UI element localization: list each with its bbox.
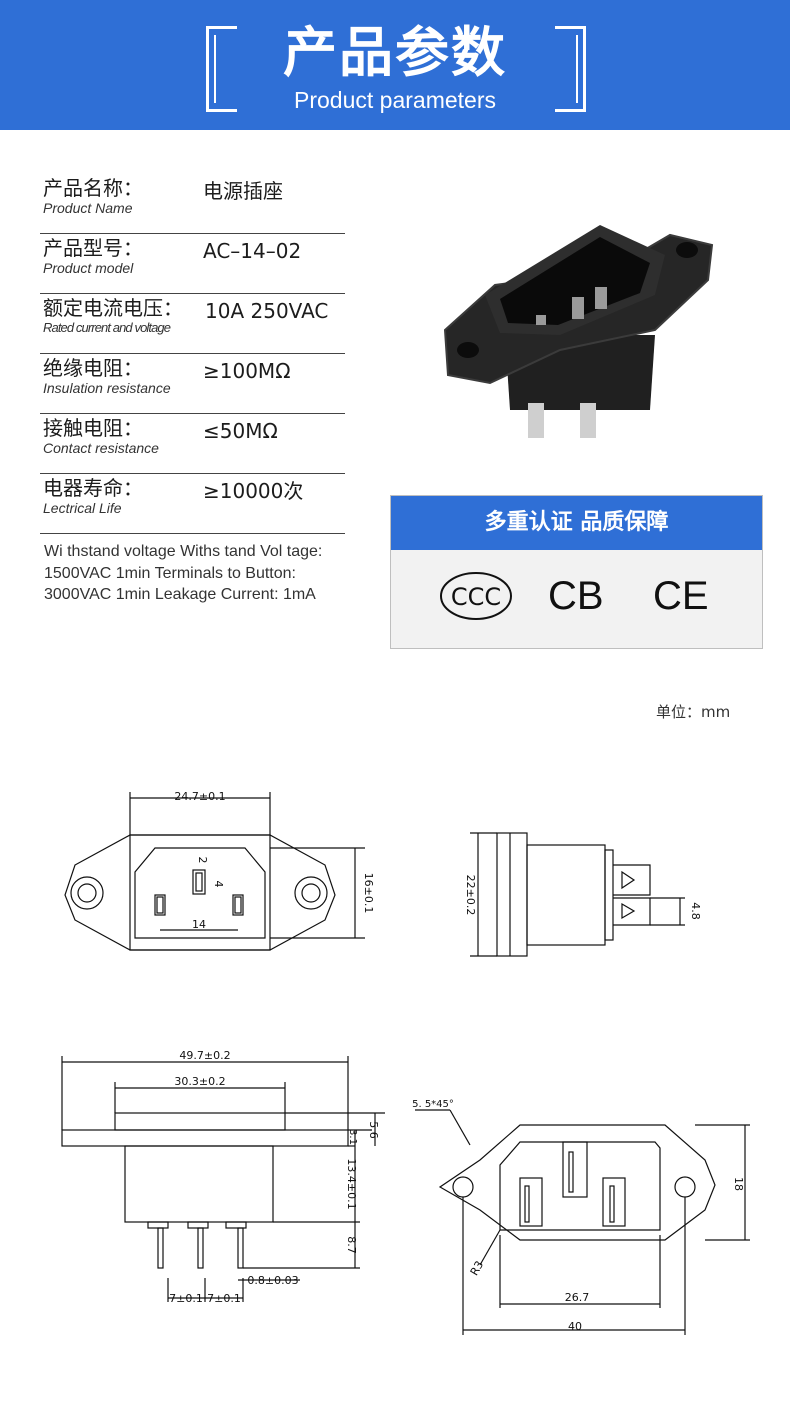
spec-row-product-name: 产品名称： Product Name 电源插座 xyxy=(40,175,345,234)
spec-label-en: Rated current and voltage xyxy=(43,320,171,335)
ccc-mark-text: CCC xyxy=(451,583,501,611)
spec-label: 绝缘电阻： xyxy=(43,356,143,380)
front-pin-width-label: 2 xyxy=(196,857,209,864)
spec-value: AC–14–02 xyxy=(203,239,302,263)
bottom-view-drawing: 49.7±0.2 30.3±0.2 3.1 5.6 13.4±0.1 8.7 0… xyxy=(61,1049,385,1305)
spec-row-rating: 额定电流电压： Rated current and voltage 10A 25… xyxy=(40,295,345,354)
spec-label: 接触电阻： xyxy=(43,416,143,440)
spec-label-en: Insulation resistance xyxy=(43,380,171,396)
page-title: 产品参数 xyxy=(283,21,507,84)
front-width-label: 24.7±0.1 xyxy=(174,790,225,803)
side-height-label: 22±0.2 xyxy=(464,875,477,916)
spec-row-contact: 接触电阻： Contact resistance ≤50MΩ xyxy=(40,415,345,474)
spec-label-en: Contact resistance xyxy=(43,440,159,456)
front-view-drawing: 24.7±0.1 2 4 14 16±0.1 xyxy=(64,790,375,951)
panel-inner-width-label: 26.7 xyxy=(565,1291,590,1304)
spec-label-en: Lectrical Life xyxy=(43,500,122,516)
bottom-pitch-right-label: 7±0.1 xyxy=(207,1292,241,1305)
spec-label: 电器寿命： xyxy=(43,476,143,500)
bottom-flange-label: 3.1 xyxy=(347,1129,358,1145)
side-tab-label: 4.8 xyxy=(689,902,700,920)
unit-label: 单位：mm xyxy=(656,703,731,721)
withstand-voltage-note: Wi thstand voltage Withs tand Vol tage: … xyxy=(44,543,323,603)
page-subtitle: Product parameters xyxy=(294,87,496,113)
certification-panel: 多重认证 品质保障 CCC CB CE xyxy=(390,495,763,649)
cb-mark-text: CB xyxy=(548,574,604,618)
spec-label-en: Product Name xyxy=(43,200,133,216)
spec-value: ≥10000次 xyxy=(203,479,304,503)
bottom-pitch-left-label: 7±0.1 xyxy=(169,1292,203,1305)
spec-value: ≥100MΩ xyxy=(203,359,291,383)
bottom-pin-length-label: 8.7 xyxy=(345,1236,358,1254)
bottom-total-width-label: 49.7±0.2 xyxy=(179,1049,230,1062)
panel-height-label: 18 xyxy=(732,1177,745,1191)
bottom-flange-total-label: 5.6 xyxy=(367,1121,380,1139)
spec-label-en: Product model xyxy=(43,260,134,276)
bottom-pin-thickness-label: 0.8±0.03 xyxy=(247,1274,298,1287)
front-pitch-label: 14 xyxy=(192,918,206,931)
panel-overall-width-label: 40 xyxy=(568,1320,582,1333)
bottom-body-width-label: 30.3±0.2 xyxy=(174,1075,225,1088)
spec-label: 产品型号： xyxy=(43,236,143,260)
spec-value: 10A 250VAC xyxy=(205,299,329,323)
ccc-mark-icon: CCC xyxy=(440,572,512,620)
front-pin-height-label: 4 xyxy=(212,881,225,888)
product-image xyxy=(443,225,714,438)
side-view-drawing: 22±0.2 4.8 xyxy=(464,832,700,957)
left-bracket-decoration xyxy=(206,26,237,112)
bottom-body-height-label: 13.4±0.1 xyxy=(345,1158,358,1209)
front-height-label: 16±0.1 xyxy=(362,873,375,914)
panel-cutout-drawing: 5. 5*45° 18 R3 26.7 40 xyxy=(412,1099,750,1335)
spec-value: ≤50MΩ xyxy=(203,419,278,443)
spec-row-life: 电器寿命： Lectrical Life ≥10000次 xyxy=(40,475,345,534)
spec-row-insulation: 绝缘电阻： Insulation resistance ≥100MΩ xyxy=(40,355,345,414)
spec-label: 产品名称： xyxy=(43,176,143,200)
panel-radius-label: R3 xyxy=(468,1259,487,1278)
spec-value: 电源插座 xyxy=(203,179,283,203)
ce-mark-text: CE xyxy=(653,574,709,618)
spec-label: 额定电流电压： xyxy=(43,296,183,320)
spec-row-product-model: 产品型号： Product model AC–14–02 xyxy=(40,235,345,294)
certification-title: 多重认证 品质保障 xyxy=(391,496,762,550)
header-banner: 产品参数 Product parameters xyxy=(0,0,790,130)
right-bracket-decoration xyxy=(555,26,586,112)
panel-chamfer-label: 5. 5*45° xyxy=(412,1099,454,1110)
